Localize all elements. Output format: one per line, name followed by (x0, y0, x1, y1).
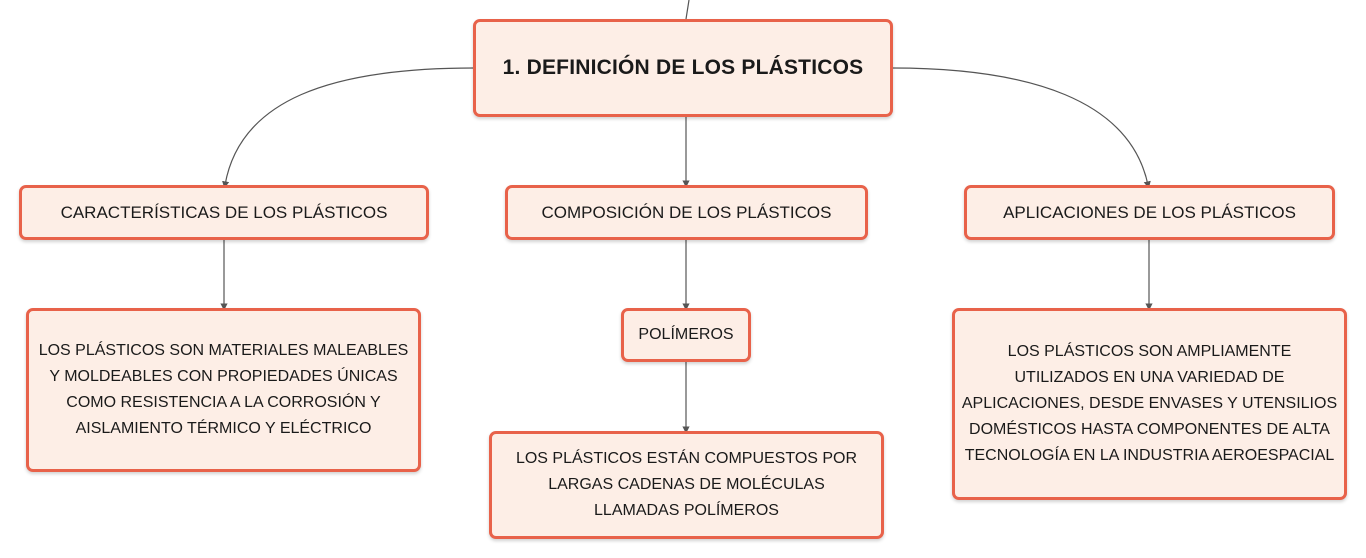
topic-applications[interactable]: APLICACIONES DE LOS PLÁSTICOS (964, 185, 1335, 240)
topic-characteristics[interactable]: CARACTERÍSTICAS DE LOS PLÁSTICOS (19, 185, 429, 240)
topic-characteristics-label: CARACTERÍSTICAS DE LOS PLÁSTICOS (60, 202, 388, 222)
detail-composition-text: LOS PLÁSTICOS ESTÁN COMPUESTOS POR LARGA… (515, 450, 858, 519)
detail-composition[interactable]: LOS PLÁSTICOS ESTÁN COMPUESTOS POR LARGA… (489, 431, 884, 539)
subtopic-polymers[interactable]: POLÍMEROS (621, 308, 751, 362)
connector-root-characteristics (222, 67, 475, 189)
detail-characteristics-text: LOS PLÁSTICOS SON MATERIALES MALEABLES Y… (38, 342, 409, 437)
detail-characteristics[interactable]: LOS PLÁSTICOS SON MATERIALES MALEABLES Y… (26, 308, 421, 472)
root-topic[interactable]: 1. DEFINICIÓN DE LOS PLÁSTICOS (473, 19, 893, 117)
detail-applications-text: LOS PLÁSTICOS SON AMPLIAMENTE UTILIZADOS… (961, 343, 1338, 464)
detail-applications[interactable]: LOS PLÁSTICOS SON AMPLIAMENTE UTILIZADOS… (952, 308, 1347, 500)
connector-root-applications (891, 67, 1151, 189)
connector-incoming (685, 0, 690, 20)
root-topic-label: 1. DEFINICIÓN DE LOS PLÁSTICOS (502, 56, 864, 79)
topic-composition-label: COMPOSICIÓN DE LOS PLÁSTICOS (541, 202, 832, 222)
topic-applications-label: APLICACIONES DE LOS PLÁSTICOS (1003, 202, 1296, 222)
topic-composition[interactable]: COMPOSICIÓN DE LOS PLÁSTICOS (505, 185, 868, 240)
subtopic-polymers-label: POLÍMEROS (638, 326, 734, 343)
